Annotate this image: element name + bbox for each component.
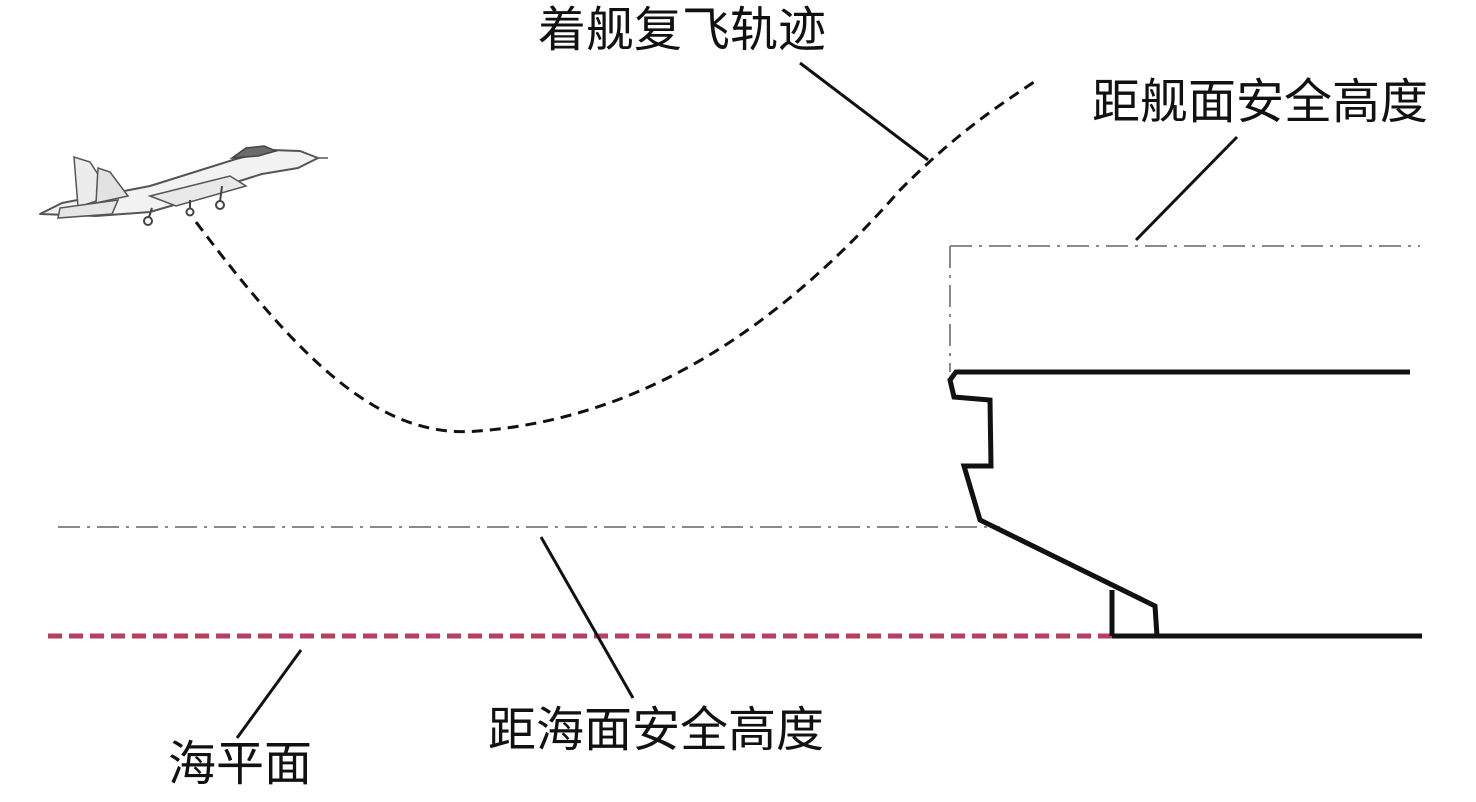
fighter-jet-icon bbox=[39, 145, 328, 226]
trajectory-leader-line bbox=[799, 61, 929, 162]
sea-level-leader-line bbox=[235, 649, 303, 739]
trajectory-label: 着舰复飞轨迹 bbox=[538, 2, 827, 58]
ship-hull-outline bbox=[947, 369, 1410, 637]
deck-height-leader-line bbox=[1134, 135, 1239, 242]
sea-height-leader-line bbox=[539, 536, 635, 699]
deck-safe-height-label: 距舰面安全高度 bbox=[1092, 74, 1429, 130]
go-around-trajectory-line bbox=[194, 80, 1035, 434]
sea-safe-height-label: 距海面安全高度 bbox=[488, 702, 825, 758]
sea-level-label: 海平面 bbox=[168, 736, 313, 792]
